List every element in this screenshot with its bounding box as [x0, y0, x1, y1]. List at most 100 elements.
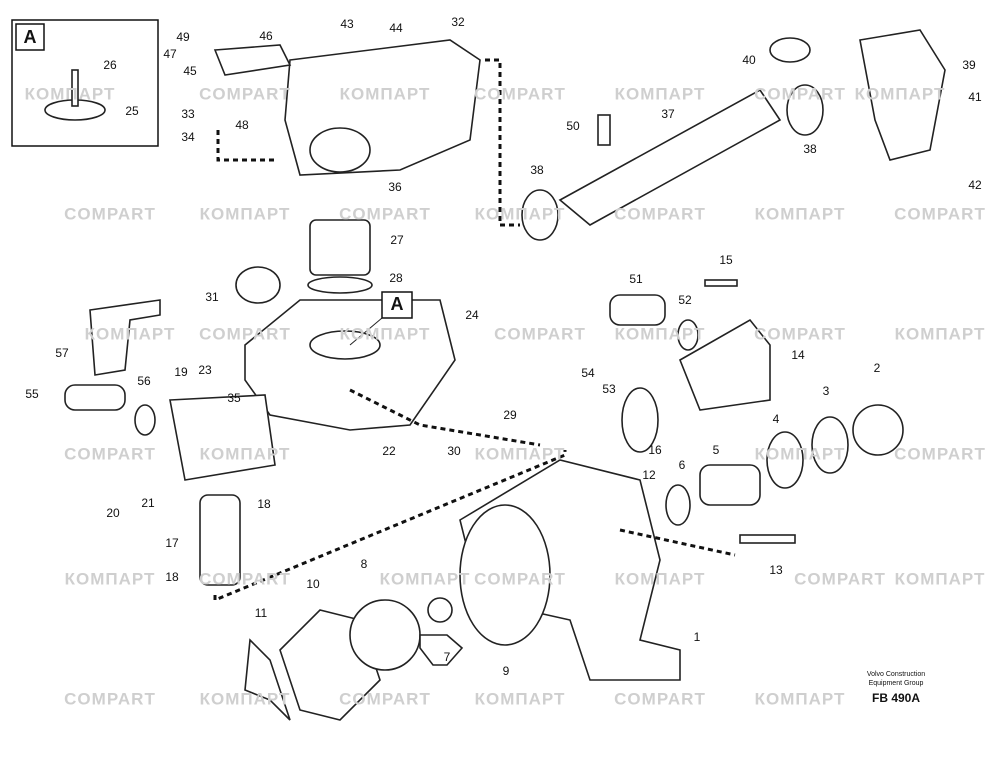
callout-22: 22: [382, 444, 396, 458]
callout-21: 21: [141, 496, 155, 510]
callout-14: 14: [791, 348, 805, 362]
watermark-text: COMPART: [794, 569, 886, 588]
callout-56: 56: [137, 374, 151, 388]
callout-labels: 26 25 49 47 45 46 43 44 32 33 48 34 36 2…: [25, 15, 982, 678]
watermark-text: COMPART: [199, 84, 291, 103]
callout-40: 40: [742, 53, 756, 67]
watermark-text: КОМПАРТ: [340, 84, 431, 103]
callout-32: 32: [451, 15, 465, 29]
callout-17: 17: [165, 536, 179, 550]
callout-23: 23: [198, 363, 212, 377]
callout-36: 36: [388, 180, 402, 194]
watermark-text: КОМПАРТ: [200, 204, 291, 223]
watermark-text: COMPART: [339, 689, 431, 708]
callout-30: 30: [447, 444, 461, 458]
callout-37: 37: [661, 107, 675, 121]
watermark-text: COMPART: [614, 689, 706, 708]
watermark-text: КОМПАРТ: [85, 324, 176, 343]
watermark-text: COMPART: [754, 84, 846, 103]
callout-6: 6: [679, 458, 686, 472]
callout-33: 33: [181, 107, 195, 121]
watermark-text: КОМПАРТ: [615, 84, 706, 103]
callout-47: 47: [163, 47, 177, 61]
watermark-text: КОМПАРТ: [380, 569, 471, 588]
callout-11: 11: [255, 606, 268, 620]
watermark-text: КОМПАРТ: [895, 324, 986, 343]
watermark-text: КОМПАРТ: [65, 569, 156, 588]
detail-a-ref-label: A: [391, 294, 404, 314]
callout-19: 19: [174, 365, 188, 379]
watermark-text: COMPART: [894, 204, 986, 223]
watermark-text: КОМПАРТ: [755, 204, 846, 223]
callout-38a: 38: [530, 163, 544, 177]
part-shapes: [44, 29, 946, 721]
watermark-text: КОМПАРТ: [340, 324, 431, 343]
watermark-text: COMPART: [754, 324, 846, 343]
watermark-text: COMPART: [494, 324, 586, 343]
callout-2: 2: [874, 361, 881, 375]
callout-55: 55: [25, 387, 39, 401]
watermark-text: COMPART: [339, 204, 431, 223]
callout-28: 28: [389, 271, 403, 285]
callout-50: 50: [566, 119, 580, 133]
watermark-text: COMPART: [614, 204, 706, 223]
title-block-line1: Volvo Construction: [867, 671, 925, 678]
callout-45: 45: [183, 64, 197, 78]
watermark-text: COMPART: [199, 324, 291, 343]
callout-5: 5: [713, 443, 720, 457]
callout-52: 52: [678, 293, 692, 307]
callout-54: 54: [581, 366, 595, 380]
callout-42: 42: [968, 178, 982, 192]
title-block-ref: FB 490A: [872, 691, 920, 705]
watermark-text: COMPART: [894, 444, 986, 463]
watermark-text: КОМПАРТ: [475, 689, 566, 708]
callout-18a: 18: [257, 497, 271, 511]
watermark-text: COMPART: [199, 569, 291, 588]
watermark-text: КОМПАРТ: [200, 689, 291, 708]
watermark-text: COMPART: [64, 689, 156, 708]
callout-35: 35: [227, 391, 241, 405]
watermark-text: КОМПАРТ: [475, 204, 566, 223]
detail-a-label: A: [24, 27, 37, 47]
callout-43: 43: [340, 17, 354, 31]
callout-53: 53: [602, 382, 616, 396]
watermark-text: COMPART: [64, 444, 156, 463]
callout-49: 49: [176, 30, 190, 44]
callout-48: 48: [235, 118, 249, 132]
callout-7: 7: [444, 650, 451, 664]
callout-3: 3: [823, 384, 830, 398]
detail-a-tag: [15, 23, 45, 51]
callout-31: 31: [205, 290, 219, 304]
detail-a-arrow: [349, 317, 383, 346]
callout-26: 26: [103, 58, 117, 72]
watermark-text: КОМПАРТ: [200, 444, 291, 463]
callout-51: 51: [629, 272, 643, 286]
callout-4: 4: [773, 412, 780, 426]
title-block-line2: Equipment Group: [869, 680, 924, 687]
callout-44: 44: [389, 21, 403, 35]
callout-20: 20: [106, 506, 120, 520]
watermark-text: КОМПАРТ: [25, 84, 116, 103]
watermark-text: КОМПАРТ: [615, 324, 706, 343]
callout-34: 34: [181, 130, 195, 144]
callout-24: 24: [465, 308, 479, 322]
watermark-text: КОМПАРТ: [855, 84, 946, 103]
callout-46: 46: [259, 29, 273, 43]
callout-12: 12: [642, 468, 656, 482]
callout-8: 8: [361, 557, 368, 571]
callout-9: 9: [503, 664, 510, 678]
detail-a-ref-tag: [381, 291, 413, 319]
detail-a-box: [11, 19, 159, 147]
callout-38b: 38: [803, 142, 817, 156]
watermark-text: COMPART: [474, 84, 566, 103]
watermark-text: КОМПАРТ: [895, 569, 986, 588]
watermark-text: КОМПАРТ: [755, 444, 846, 463]
watermark-text: КОМПАРТ: [755, 689, 846, 708]
callout-18b: 18: [165, 570, 179, 584]
callout-57: 57: [55, 346, 69, 360]
dashed-guides: [213, 58, 736, 603]
callout-1: 1: [694, 630, 701, 644]
callout-10: 10: [306, 577, 320, 591]
